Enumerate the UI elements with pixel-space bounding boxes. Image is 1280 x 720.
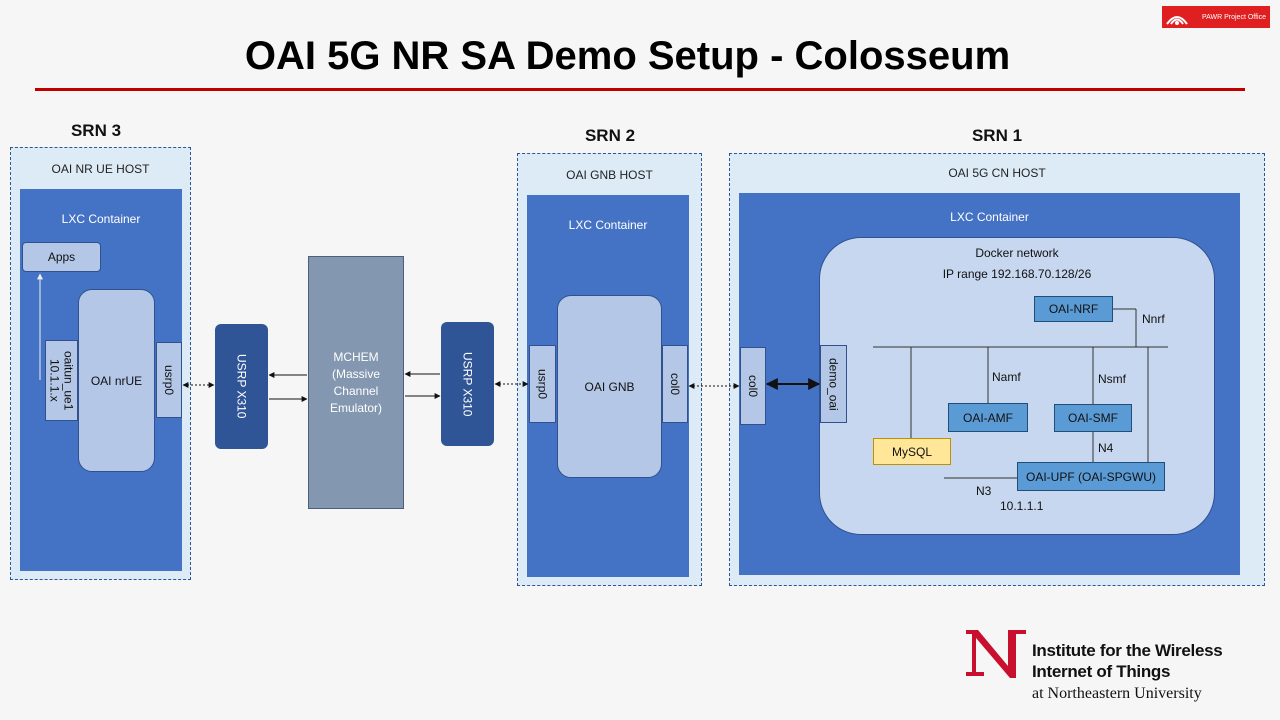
apps-box: Apps <box>22 242 101 272</box>
mysql-box: MySQL <box>873 438 951 465</box>
usrp-right-label: USRP X310 <box>460 351 475 417</box>
srn1-host-label: OAI 5G CN HOST <box>948 166 1046 180</box>
srn3-usrp0-port: usrp0 <box>156 342 182 418</box>
srn1-label: SRN 1 <box>971 126 1023 145</box>
apps-label: Apps <box>47 250 76 264</box>
srn3-host-label: OAI NR UE HOST <box>51 162 150 176</box>
pawr-logo: PAWR Project Office <box>1162 6 1270 28</box>
oai-gnb-box: OAI GNB <box>557 295 662 478</box>
oai-nrf-box: OAI-NRF <box>1034 296 1113 322</box>
docker-title: Docker network <box>975 246 1059 260</box>
usrp-x310-right: USRP X310 <box>441 322 494 446</box>
mchem-label: MCHEM (Massive Channel Emulator) <box>329 349 382 415</box>
srn2-label: SRN 2 <box>584 126 636 145</box>
srn1-col0-label: col0 <box>746 374 760 397</box>
oai-upf-label: OAI-UPF (OAI-SPGWU) <box>1026 469 1156 484</box>
pawr-logo-text: PAWR Project Office <box>1201 13 1266 21</box>
nnrf-label: Nnrf <box>1142 312 1165 326</box>
mchem-box: MCHEM (Massive Channel Emulator) <box>308 256 404 509</box>
docker-ip-range: IP range 192.168.70.128/26 <box>942 267 1092 281</box>
srn2-col0-port: col0 <box>662 345 688 423</box>
srn3-usrp0-label: usrp0 <box>162 364 176 396</box>
oai-smf-box: OAI-SMF <box>1054 404 1132 432</box>
oai-upf-box: OAI-UPF (OAI-SPGWU) <box>1017 462 1165 491</box>
upf-ip-label: 10.1.1.1 <box>1000 499 1044 513</box>
oai-nrf-label: OAI-NRF <box>1048 302 1099 316</box>
demo-oai-label: demo_oai <box>826 357 841 411</box>
n3-label: N3 <box>976 484 992 498</box>
namf-label: Namf <box>992 370 1021 384</box>
oaitun-ip: 10.1.1.x <box>47 359 62 402</box>
srn2-usrp0-port: usrp0 <box>529 345 556 423</box>
institute-line1: Institute for the Wireless <box>1032 641 1223 660</box>
institute-line2: Internet of Things <box>1032 662 1171 681</box>
srn2-usrp0-label: usrp0 <box>535 368 550 400</box>
srn2-host-label: OAI GNB HOST <box>566 168 653 182</box>
srn2-col0-label: col0 <box>668 372 682 395</box>
oai-amf-box: OAI-AMF <box>948 403 1028 432</box>
northeastern-n-logo-icon <box>966 630 1026 678</box>
srn2-lxc-label: LXC Container <box>568 218 648 232</box>
srn3-lxc-label: LXC Container <box>61 212 141 226</box>
nsmf-label: Nsmf <box>1098 372 1126 386</box>
usrp-x310-left: USRP X310 <box>215 324 268 449</box>
demo-oai-interface: demo_oai <box>820 345 847 423</box>
oaitun-name: oaitun_ue1 <box>61 350 76 411</box>
srn1-lxc-label: LXC Container <box>950 210 1029 224</box>
institute-line3: at Northeastern University <box>1032 685 1202 702</box>
oai-gnb-label: OAI GNB <box>584 379 635 394</box>
n4-label: N4 <box>1098 441 1114 455</box>
title-divider <box>35 88 1245 91</box>
mysql-label: MySQL <box>891 444 932 459</box>
oai-amf-label: OAI-AMF <box>963 410 1013 425</box>
srn1-col0-port: col0 <box>740 347 766 425</box>
oai-nrue-label: OAI nrUE <box>90 373 143 388</box>
oai-nrue-box: OAI nrUE <box>78 289 155 472</box>
wireless-signal-icon <box>1166 16 1188 25</box>
page-title: OAI 5G NR SA Demo Setup - Colosseum <box>244 34 1011 78</box>
usrp-left-label: USRP X310 <box>234 354 249 419</box>
oai-smf-label: OAI-SMF <box>1068 411 1118 425</box>
srn3-label: SRN 3 <box>70 121 122 140</box>
